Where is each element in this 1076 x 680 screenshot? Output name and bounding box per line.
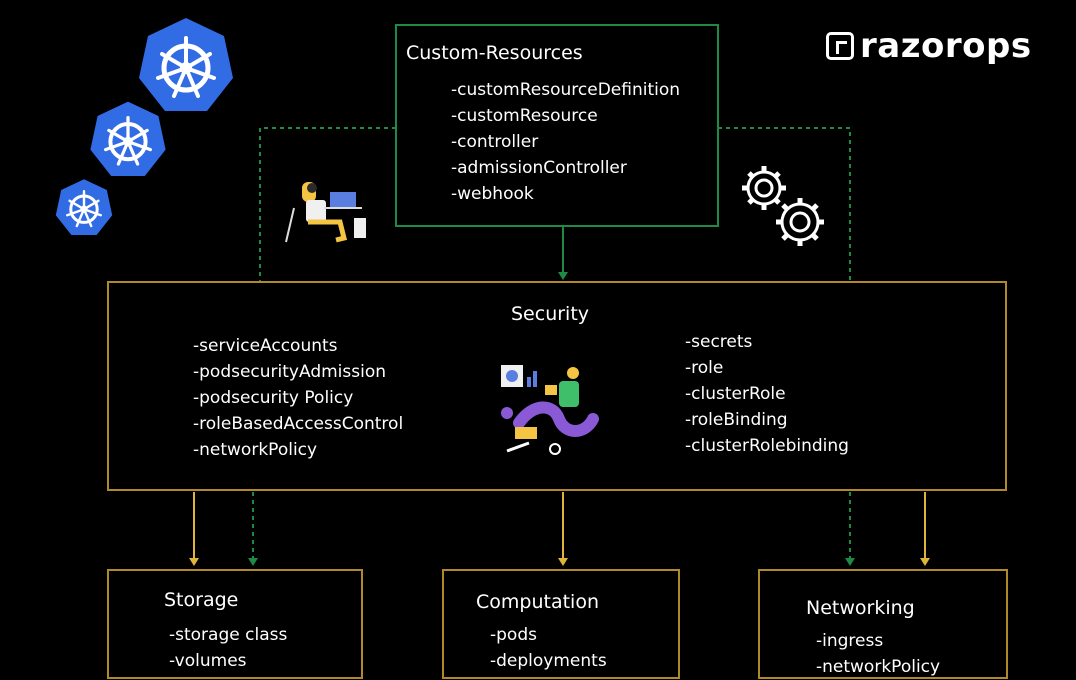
razorops-logo: razorops <box>826 26 1032 66</box>
dashed-connector-right <box>718 127 851 281</box>
list-item: -role <box>685 358 724 378</box>
custom-resources-box: Custom-Resources -customResourceDefiniti… <box>395 24 719 227</box>
list-item: -webhook <box>451 184 534 204</box>
list-item: -networkPolicy <box>193 440 318 460</box>
list-item: -deployments <box>490 651 607 671</box>
connector-lines <box>189 127 930 566</box>
security-box: Security -serviceAccounts -podsecurityAd… <box>107 281 1007 491</box>
brand-name: razorops <box>860 26 1032 66</box>
security-right-list: -secrets -role -clusterRole -roleBinding… <box>685 329 849 459</box>
security-title: Security <box>511 303 590 325</box>
list-item: -roleBasedAccessControl <box>193 414 404 434</box>
list-item: -pods <box>490 625 537 645</box>
list-item: -controller <box>451 132 539 152</box>
list-item: -storage class <box>169 625 288 645</box>
computation-list: -pods -deployments <box>490 622 607 674</box>
kubernetes-icon <box>55 179 113 235</box>
list-item: -customResource <box>451 106 598 126</box>
list-item: -secrets <box>685 332 753 352</box>
list-item: -roleBinding <box>685 410 788 430</box>
storage-list: -storage class -volumes <box>169 622 287 674</box>
security-left-list: -serviceAccounts -podsecurityAdmission -… <box>193 333 403 463</box>
list-item: -customResourceDefinition <box>451 80 681 100</box>
list-item: -podsecurity Policy <box>193 388 354 408</box>
custom-resources-title: Custom-Resources <box>406 42 583 64</box>
computation-title: Computation <box>476 591 599 613</box>
list-item: -serviceAccounts <box>193 336 338 356</box>
kubernetes-icon <box>139 18 233 111</box>
storage-title: Storage <box>164 589 239 611</box>
list-item: -ingress <box>816 631 884 651</box>
gears-icon <box>742 166 824 246</box>
kubernetes-icon <box>90 101 166 176</box>
list-item: -networkPolicy <box>816 657 941 677</box>
list-item: -podsecurityAdmission <box>193 362 387 382</box>
dashed-connector-left <box>259 127 396 281</box>
networking-list: -ingress -networkPolicy <box>816 628 940 680</box>
list-item: -clusterRole <box>685 384 786 404</box>
custom-resources-list: -customResourceDefinition -customResourc… <box>451 77 680 207</box>
developer-laptop-illustration <box>285 182 366 243</box>
razorops-logo-mark <box>826 32 854 60</box>
list-item: -volumes <box>169 651 247 671</box>
list-item: -clusterRolebinding <box>685 436 849 456</box>
networking-title: Networking <box>806 597 915 619</box>
list-item: -admissionController <box>451 158 627 178</box>
security-team-illustration <box>501 365 599 455</box>
